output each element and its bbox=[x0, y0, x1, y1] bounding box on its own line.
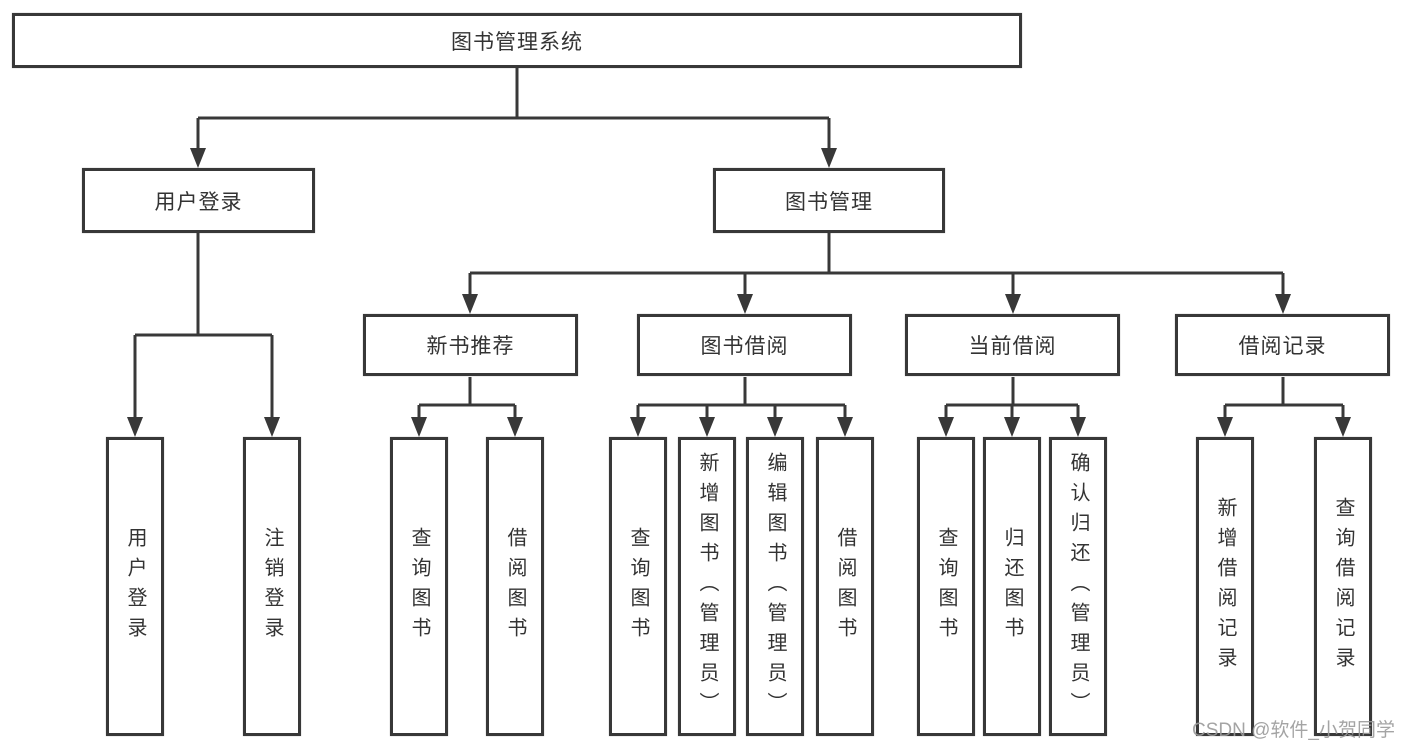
node-label: 用户登录 bbox=[154, 190, 243, 214]
leaf-user-login: 用户登录 bbox=[106, 437, 164, 736]
node-label: 借阅记录 bbox=[1238, 335, 1327, 358]
leaf-query-borrow-record: 查询借阅记录 bbox=[1314, 437, 1372, 736]
node-current-borrowing: 当前借阅 bbox=[905, 314, 1120, 376]
node-label: 图书管理 bbox=[785, 190, 873, 214]
csdn-watermark: CSDN @软件_小贺同学 bbox=[1192, 720, 1395, 741]
leaf-query-books-borrowing: 查询图书 bbox=[609, 437, 667, 736]
arrowheads bbox=[127, 148, 1351, 437]
node-label: 新书推荐 bbox=[426, 335, 515, 358]
leaf-add-borrow-record: 新增借阅记录 bbox=[1196, 437, 1254, 736]
leaf-logout: 注销登录 bbox=[243, 437, 301, 736]
node-label: 当前借阅 bbox=[968, 335, 1057, 358]
leaf-return-books: 归还图书 bbox=[983, 437, 1041, 736]
leaf-add-book-admin: 新增图书（管理员） bbox=[678, 437, 736, 736]
node-label: 图书管理系统 bbox=[451, 30, 583, 54]
node-book-borrowing: 图书借阅 bbox=[637, 314, 852, 376]
leaf-edit-book-admin: 编辑图书（管理员） bbox=[746, 437, 804, 736]
node-borrowing-records: 借阅记录 bbox=[1175, 314, 1390, 376]
node-new-book-recommendation: 新书推荐 bbox=[363, 314, 578, 376]
leaf-query-books-current: 查询图书 bbox=[917, 437, 975, 736]
leaf-confirm-return-admin: 确认归还（管理员） bbox=[1049, 437, 1107, 736]
node-book-management: 图书管理 bbox=[713, 168, 945, 233]
leaf-borrow-books-borrowing: 借阅图书 bbox=[816, 437, 874, 736]
leaf-query-books-recommendation: 查询图书 bbox=[390, 437, 448, 736]
node-library-management-system: 图书管理系统 bbox=[12, 13, 1022, 68]
node-label: 图书借阅 bbox=[700, 335, 789, 358]
node-user-login: 用户登录 bbox=[82, 168, 315, 233]
leaf-borrow-books-recommendation: 借阅图书 bbox=[486, 437, 544, 736]
